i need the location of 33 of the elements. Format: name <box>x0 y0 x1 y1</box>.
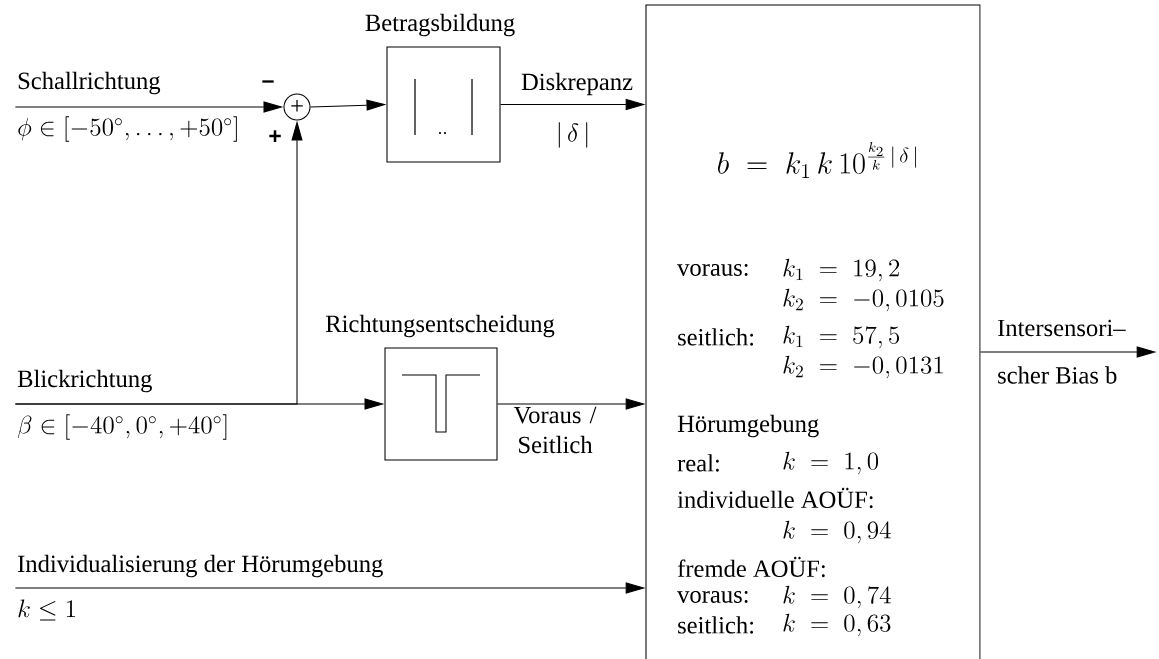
output-label: scher Bias b <box>998 366 1117 384</box>
parameter-text: Hörumgebung <box>677 414 819 438</box>
formula: $k \;=\; 0,74$ <box>783 585 891 609</box>
block-heading: Betragsbildung <box>365 13 515 37</box>
edge-label: Voraus / Seitlich <box>513 406 597 454</box>
parameter-text: voraus: <box>677 264 748 276</box>
formula: $k_2 \;=\; -0,0105$ <box>783 288 944 312</box>
input-label: Schallrichtung <box>18 71 161 95</box>
formula: $k_1 \;=\; 19,2$ <box>783 258 900 282</box>
formula: $k \leq 1$ <box>18 599 75 621</box>
parameter-text: voraus: <box>677 591 748 603</box>
parameter-text: real: <box>677 454 719 472</box>
formula: $k \;=\; 1,0$ <box>783 451 879 475</box>
parameter-text: individuelle AOÜF: <box>677 487 873 509</box>
formula: $k_2 \;=\; -0,0131$ <box>783 355 943 379</box>
parameter-text: seitlich: <box>678 616 754 634</box>
formula: $\phi \in [-50^\circ, \ldots, +50^\circ]$ <box>18 116 237 142</box>
parameter-text: fremde AOÜF: <box>677 556 825 578</box>
summing-junction: + <box>283 93 311 121</box>
formula: $|\,\delta\,|$ <box>558 122 588 148</box>
formula: $k_1 \;=\; 57,5$ <box>783 325 900 349</box>
input-label: Blickrichtung <box>17 369 152 393</box>
edge-label: Diskrepanz <box>521 72 633 96</box>
formula: $k \;=\; 0,63$ <box>783 613 891 637</box>
output-label: Intersensori– <box>998 319 1126 337</box>
block-heading: Richtungsentscheidung <box>325 314 555 338</box>
input-label: Individualisierung der Hörumgebung <box>18 554 383 578</box>
formula: $b \;=\; k_1\,k\,10^{\frac{k_2}{k}\,|\,\delta\,|}$ <box>718 142 916 178</box>
formula: $k \;=\; 0,94$ <box>783 520 891 544</box>
sign-label: + <box>269 130 281 142</box>
sign-label: – <box>262 80 274 83</box>
formula: $\beta \in [-40^\circ, 0^\circ, +40^\circ]$ <box>17 414 227 440</box>
parameter-text: seitlich: <box>678 328 754 346</box>
